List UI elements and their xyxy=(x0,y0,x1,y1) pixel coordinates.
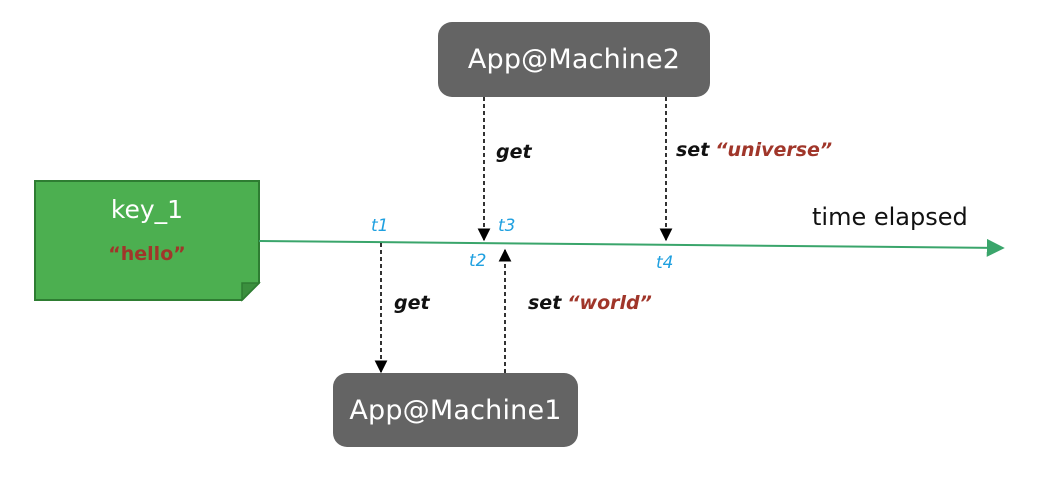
app-machine2-label: App@Machine2 xyxy=(467,44,681,75)
app-machine1-box: App@Machine1 xyxy=(333,373,578,447)
tick-t4: t4 xyxy=(656,253,674,273)
m2-get-verb: get xyxy=(496,141,532,163)
m1-set-verb: set xyxy=(528,292,562,314)
key-note-fold xyxy=(241,282,261,302)
m1-get-verb: get xyxy=(394,292,430,314)
key-name: key_1 xyxy=(110,195,184,224)
timeline-arrow xyxy=(258,238,1005,257)
m1-set-value: “world” xyxy=(567,292,652,314)
app-machine1-label: App@Machine1 xyxy=(349,394,562,426)
app-machine2-box: App@Machine2 xyxy=(438,22,710,97)
m1-get-label: get xyxy=(394,292,430,314)
m2-set-verb: set xyxy=(676,139,710,161)
m2-set-value: “universe” xyxy=(715,139,833,161)
key-value: “hello” xyxy=(108,243,186,265)
timeline-label: time elapsed xyxy=(812,203,968,231)
tick-t2: t2 xyxy=(469,251,487,271)
m2-get-label: get xyxy=(496,141,532,163)
tick-t1: t1 xyxy=(371,216,389,236)
m2-set-label: set“universe” xyxy=(676,139,832,161)
m1-set-label: set“world” xyxy=(528,292,652,314)
tick-t3: t3 xyxy=(498,216,516,236)
